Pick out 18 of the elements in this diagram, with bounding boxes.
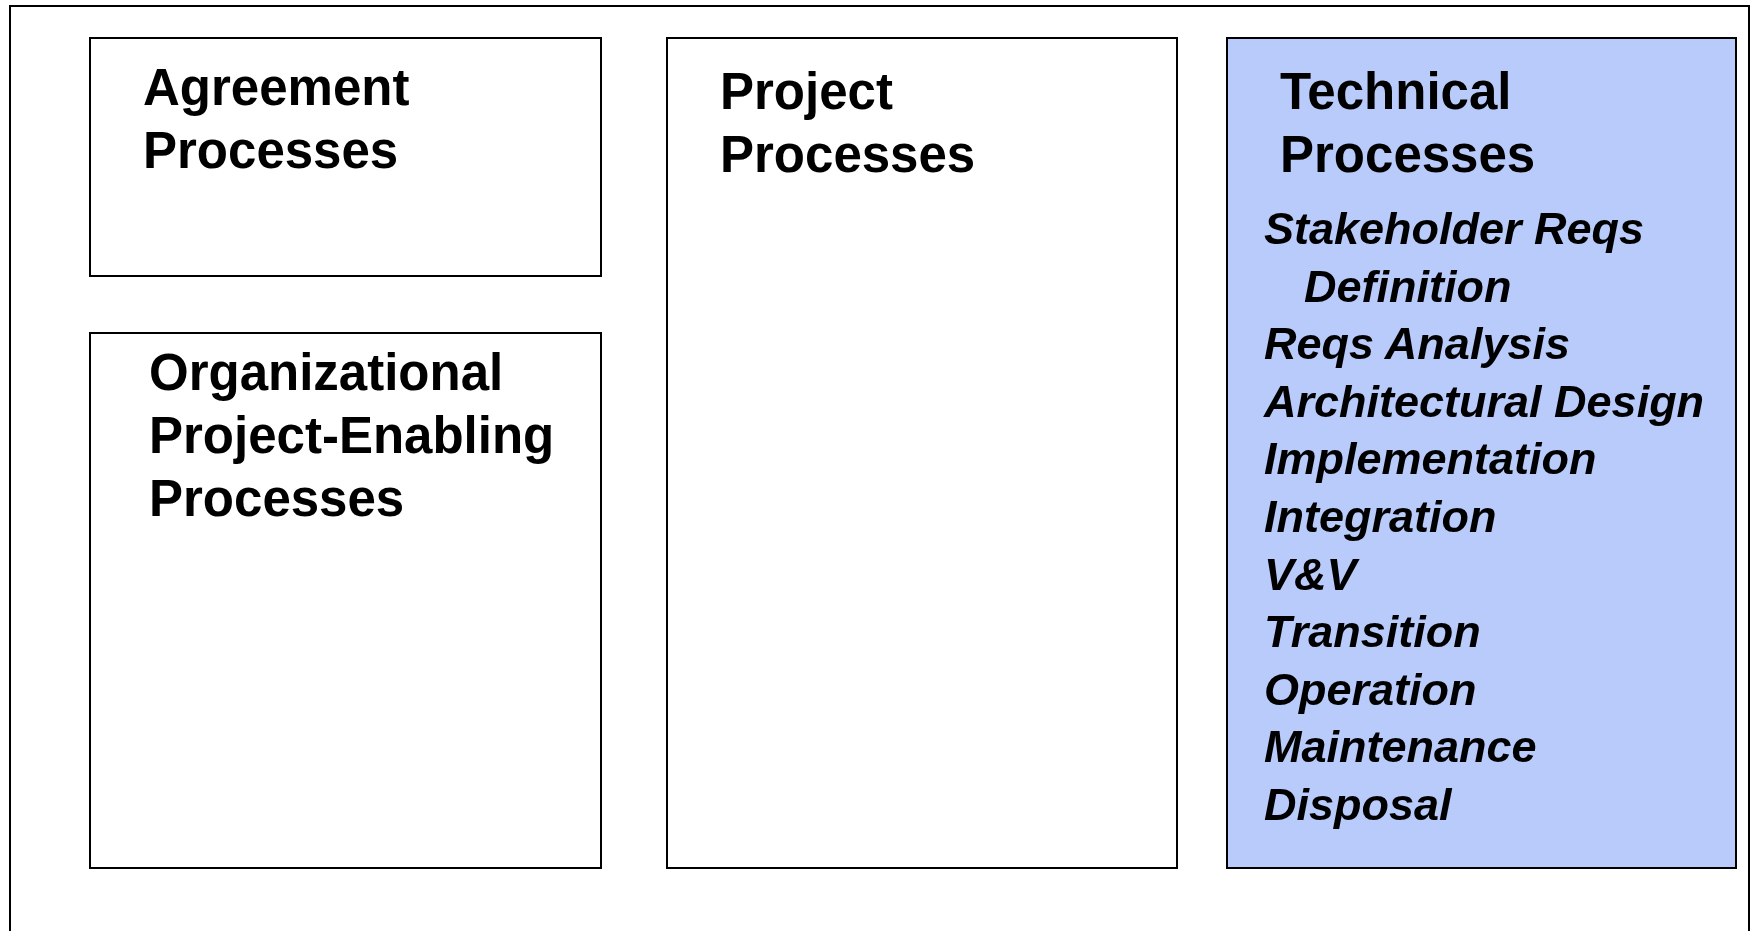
group-title: Organizational Project-Enabling Processes xyxy=(149,343,556,529)
highlighted-process-box xyxy=(1226,37,1737,869)
process-item: Stakeholder Reqs Definition xyxy=(1264,202,1646,314)
group-title: Technical Processes xyxy=(1280,62,1537,185)
process-item: Integration xyxy=(1264,490,1498,544)
process-item: Maintenance xyxy=(1264,720,1538,775)
process-box xyxy=(666,37,1178,869)
process-box xyxy=(89,332,602,869)
process-item: Operation xyxy=(1264,662,1478,717)
process-item: Reqs Analysis xyxy=(1264,317,1571,372)
process-box xyxy=(89,37,602,277)
process-item: Implementation xyxy=(1264,432,1598,487)
process-item: Disposal xyxy=(1264,778,1454,832)
group-title: Agreement Processes xyxy=(143,58,411,181)
process-item: Architectural Design xyxy=(1264,374,1706,429)
process-item: V&V xyxy=(1264,545,1754,604)
group-title: Project Processes xyxy=(720,62,977,185)
process-item: Transition xyxy=(1264,605,1482,660)
